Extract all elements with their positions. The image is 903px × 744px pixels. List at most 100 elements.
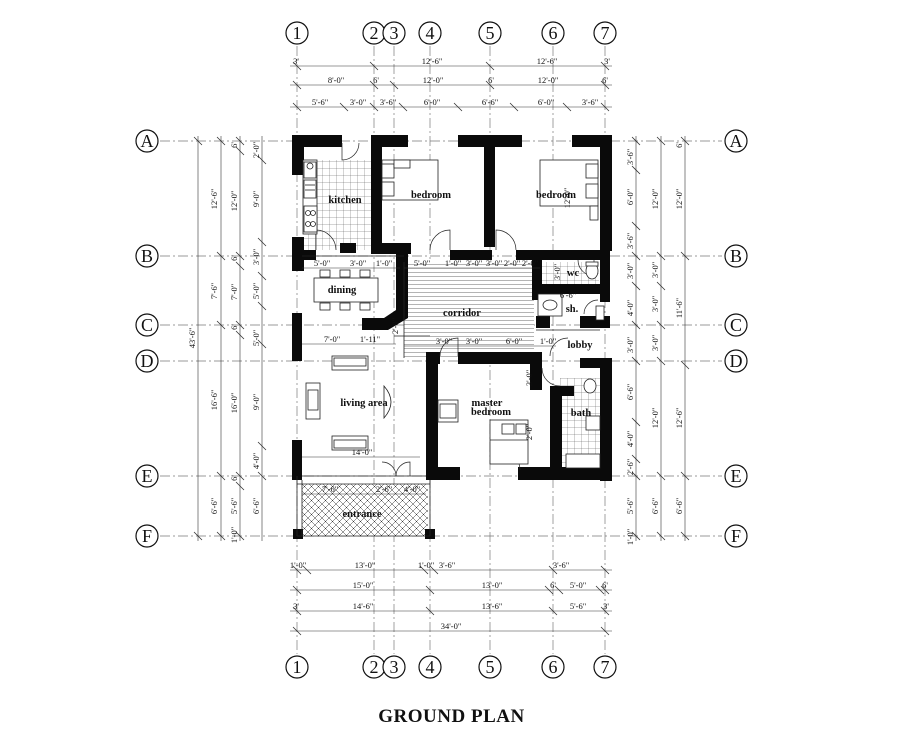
furniture xyxy=(302,159,605,469)
dim-label: 5'-0" xyxy=(570,580,586,590)
dim-label: 9'-0" xyxy=(251,394,261,410)
interior-dimensions: 5'-0" 3'-0" 1'-0" 5'-0" 1'-0" 3'-0" 3'-0… xyxy=(302,188,576,495)
dim-label: 6' xyxy=(229,324,239,330)
grid-row-label: A xyxy=(141,131,154,151)
bathtub xyxy=(565,453,601,469)
grid-bubbles-left: A B C D E F xyxy=(135,129,159,548)
plan-title: GROUND PLAN xyxy=(378,706,525,727)
grid-col-label: 4 xyxy=(426,657,435,677)
dim-label: 7'-0" xyxy=(324,334,340,344)
dim-label: 6' xyxy=(229,475,239,481)
dim-label: 6'-6" xyxy=(625,384,635,400)
grid-row-label: A xyxy=(730,131,743,151)
dim-label: 8'-0" xyxy=(328,75,344,85)
dim-label: 3' xyxy=(604,56,610,66)
dim-label: 15'-0" xyxy=(353,580,374,590)
grid-row-label: C xyxy=(141,315,153,335)
dim-label: 34'-0" xyxy=(441,621,462,631)
grid-row-label: F xyxy=(142,526,152,546)
dim-label: 3' xyxy=(603,601,609,611)
dim-label: 2'-6" xyxy=(625,459,635,475)
dim-label: 6' xyxy=(550,580,556,590)
dim-label: 43'-6" xyxy=(187,328,197,349)
grid-row-label: B xyxy=(730,246,742,266)
room-label-bedroom: bedroom xyxy=(536,190,576,201)
room-label-kitchen: kitchen xyxy=(328,195,361,206)
room-labels: kitchen bedroom bedroom dining corridor … xyxy=(328,190,594,520)
grid-col-label: 2 xyxy=(370,23,379,43)
grid-row-label: C xyxy=(730,315,742,335)
dim-label: 3'-0" xyxy=(625,263,635,279)
dim-label: 3'-6" xyxy=(625,233,635,249)
room-label-corridor: corridor xyxy=(443,308,481,319)
dim-label: 3'-0" xyxy=(350,97,366,107)
grid-col-label: 3 xyxy=(390,657,399,677)
right-dimensions: 3'-6" 6'-0" 3'-6" 3'-0" 4'-0" 3'-0" 6'-6… xyxy=(625,136,690,545)
dim-label: 4'-0" xyxy=(251,453,261,469)
dim-label: 16'-0" xyxy=(229,393,239,414)
grid-bubbles-right: A B C D E F xyxy=(724,129,748,548)
dim-label: 6'-0" xyxy=(424,97,440,107)
dim-label: 5'-6" xyxy=(312,97,328,107)
dim-label: 12'-6" xyxy=(674,408,684,429)
dim-label: 6' xyxy=(229,255,239,261)
dim-label: 3'-6" xyxy=(582,97,598,107)
grid-row-label: D xyxy=(730,351,743,371)
doors xyxy=(315,142,599,477)
dim-label: 4'-0" xyxy=(625,431,635,447)
bottom-dimensions: 1'-0" 13'-0" 1'-0" 3'-6" 3'-6" 15'-0" 13… xyxy=(290,560,612,636)
grid-col-label: 7 xyxy=(601,23,610,43)
dim-label: 1'-0" xyxy=(229,527,239,543)
dim-label: 3'-0" xyxy=(650,296,660,312)
dim-label: 13'-0" xyxy=(482,580,503,590)
dim-label: 5'-0" xyxy=(251,330,261,346)
dim-label: 5'-6" xyxy=(570,601,586,611)
dim-label: 6' xyxy=(674,142,684,148)
dim-label: 6' xyxy=(602,580,608,590)
dim-label: 3' xyxy=(293,56,299,66)
dim-label: 5'-0" xyxy=(314,258,330,268)
dim-label: 3'-6" xyxy=(553,560,569,570)
dim-label: 2'-0" xyxy=(390,318,400,334)
room-label-master-bedroom: bedroom xyxy=(471,407,511,418)
dim-label: 6' xyxy=(602,75,608,85)
dim-label: 6' xyxy=(373,75,379,85)
dim-label: 5'-6" xyxy=(229,498,239,514)
dim-label: 2'-6" xyxy=(376,484,392,494)
dim-label: 13'-0" xyxy=(355,560,376,570)
dim-label: 12'-0" xyxy=(650,189,660,210)
dim-label: 3'-6" xyxy=(439,560,455,570)
toilet xyxy=(583,378,597,394)
grid-col-label: 1 xyxy=(293,23,302,43)
dim-label: 13'-6" xyxy=(482,601,503,611)
room-label-master: master xyxy=(472,398,503,409)
grid-col-label: 4 xyxy=(426,23,435,43)
dim-label: 4'-0" xyxy=(404,484,420,494)
dim-label: 6'-0" xyxy=(506,336,522,346)
grid-row-label: F xyxy=(731,526,741,546)
dim-label: 12'-0" xyxy=(650,408,660,429)
floor-hatching xyxy=(302,160,602,536)
grid-col-label: 6 xyxy=(549,23,558,43)
grid-row-label: E xyxy=(142,466,153,486)
dim-label: 12'-6" xyxy=(422,56,443,66)
dim-label: 6'-6" xyxy=(650,498,660,514)
dim-label: 1'-0" xyxy=(540,336,556,346)
dim-label: 6'-0" xyxy=(538,97,554,107)
room-label-wc: wc xyxy=(567,268,580,279)
dim-label: 3'-0" xyxy=(350,258,366,268)
dim-label: 3'-0" xyxy=(466,336,482,346)
dim-label: 7'-6" xyxy=(322,484,338,494)
dim-label: 14'-6" xyxy=(353,601,374,611)
top-dimensions: 3' 12'-6" 12'-6" 3' 8'-0" 6' 12'-0" 6' 1… xyxy=(290,56,612,112)
thin-walls xyxy=(296,255,600,537)
sink-basin xyxy=(303,179,317,199)
grid-col-label: 1 xyxy=(293,657,302,677)
dim-label: 12'-0" xyxy=(562,188,572,209)
dim-label: 1'-0" xyxy=(625,529,635,545)
dim-label: 6' xyxy=(229,142,239,148)
room-label-bath: bath xyxy=(571,408,592,419)
dim-label: 12'-6" xyxy=(537,56,558,66)
room-label-sh: sh. xyxy=(566,304,579,315)
dim-label: 7'-6" xyxy=(209,283,219,299)
